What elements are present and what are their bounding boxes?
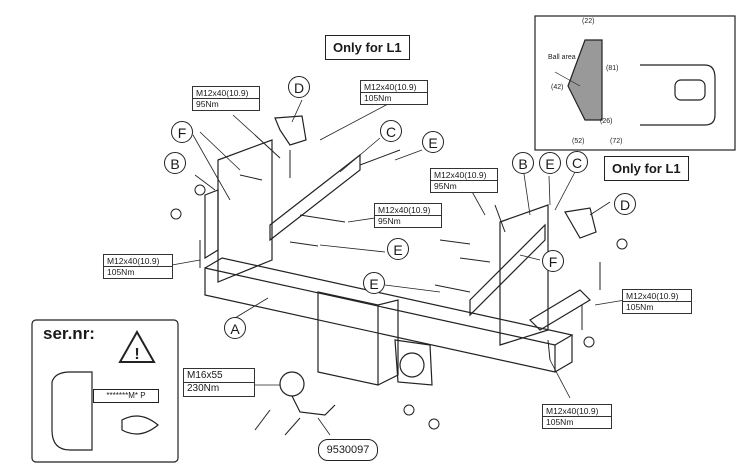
spec-bolt: M12x40(10.9) <box>375 205 441 216</box>
callout-d-top: D <box>288 76 310 98</box>
spec-left: M12x40(10.9) 105Nm <box>103 254 173 279</box>
serial-frame <box>31 319 179 463</box>
spec-bolt: M12x40(10.9) <box>431 170 497 181</box>
inset-dim-72: (72) <box>610 138 623 145</box>
spec-d-top-left: M12x40(10.9) 95Nm <box>192 86 260 111</box>
inset-dim-52: (52) <box>572 138 585 145</box>
callout-e-mid: E <box>387 238 409 260</box>
bolts <box>199 134 601 436</box>
spec-d-top-right: M12x40(10.9) 105Nm <box>360 80 428 105</box>
warning-icon: ! <box>134 346 139 363</box>
spec-torque: 105Nm <box>626 302 654 312</box>
strip-c-right <box>469 223 546 317</box>
spec-torque: 105Nm <box>107 267 135 277</box>
tow-ball <box>279 371 305 397</box>
tow-plate <box>317 291 379 386</box>
callout-f-right: F <box>542 250 564 272</box>
serial-label: ser.nr: <box>43 324 95 343</box>
nuts <box>170 184 628 430</box>
spec-bolt: M12x40(10.9) <box>361 82 427 93</box>
spec-bolt: M12x40(10.9) <box>543 406 611 417</box>
spec-torque: 105Nm <box>364 93 392 103</box>
callout-a: A <box>224 317 246 339</box>
spec-right: M12x40(10.9) 105Nm <box>622 289 692 314</box>
inset-dim-42: (42) <box>551 84 564 91</box>
callout-e-low: E <box>363 272 385 294</box>
d-bracket-top <box>274 115 307 146</box>
strip-c-left <box>269 153 361 242</box>
serial-plate: *******M* P <box>93 389 159 403</box>
callout-d-right: D <box>614 193 636 215</box>
spec-mid-upper: M12x40(10.9) 95Nm <box>430 168 498 193</box>
inset-frame <box>534 15 736 151</box>
spec-torque: 230Nm <box>187 383 220 394</box>
spec-torque: 95Nm <box>378 216 401 226</box>
spec-mid-lower: M12x40(10.9) 95Nm <box>374 203 442 228</box>
inset-dim-22: (22) <box>582 18 595 25</box>
spec-bolt: M16x55 <box>184 370 254 383</box>
socket-plate <box>394 339 433 386</box>
spec-torque: 95Nm <box>196 99 219 109</box>
callout-e-right: E <box>539 152 561 174</box>
note-only-l1-right: Only for L1 <box>604 156 689 181</box>
spec-bolt: M12x40(10.9) <box>623 291 691 302</box>
callout-b-right: B <box>512 152 534 174</box>
callout-f-left: F <box>171 121 193 143</box>
callout-b-left: B <box>164 152 186 174</box>
spec-torque: 105Nm <box>546 417 574 427</box>
note-only-l1-top: Only for L1 <box>325 35 410 60</box>
spec-torque: 95Nm <box>434 181 457 191</box>
inset-ball-area: Ball area <box>548 54 576 61</box>
inset-dim-26: (26) <box>600 118 613 125</box>
callout-c-right: C <box>566 151 588 173</box>
spec-ball-bolt: M16x55 230Nm <box>183 368 255 397</box>
spec-bottom: M12x40(10.9) 105Nm <box>542 404 612 429</box>
left-bracket-plate <box>217 139 273 283</box>
part-number: 9530097 <box>318 439 378 461</box>
spec-bolt: M12x40(10.9) <box>104 256 172 267</box>
inset-dim-81: (81) <box>606 65 619 72</box>
d-bracket-right <box>564 207 597 239</box>
right-bracket-plate <box>499 204 549 346</box>
callout-e-top: E <box>422 131 444 153</box>
callout-c-top: C <box>380 120 402 142</box>
spec-bolt: M12x40(10.9) <box>193 88 259 99</box>
